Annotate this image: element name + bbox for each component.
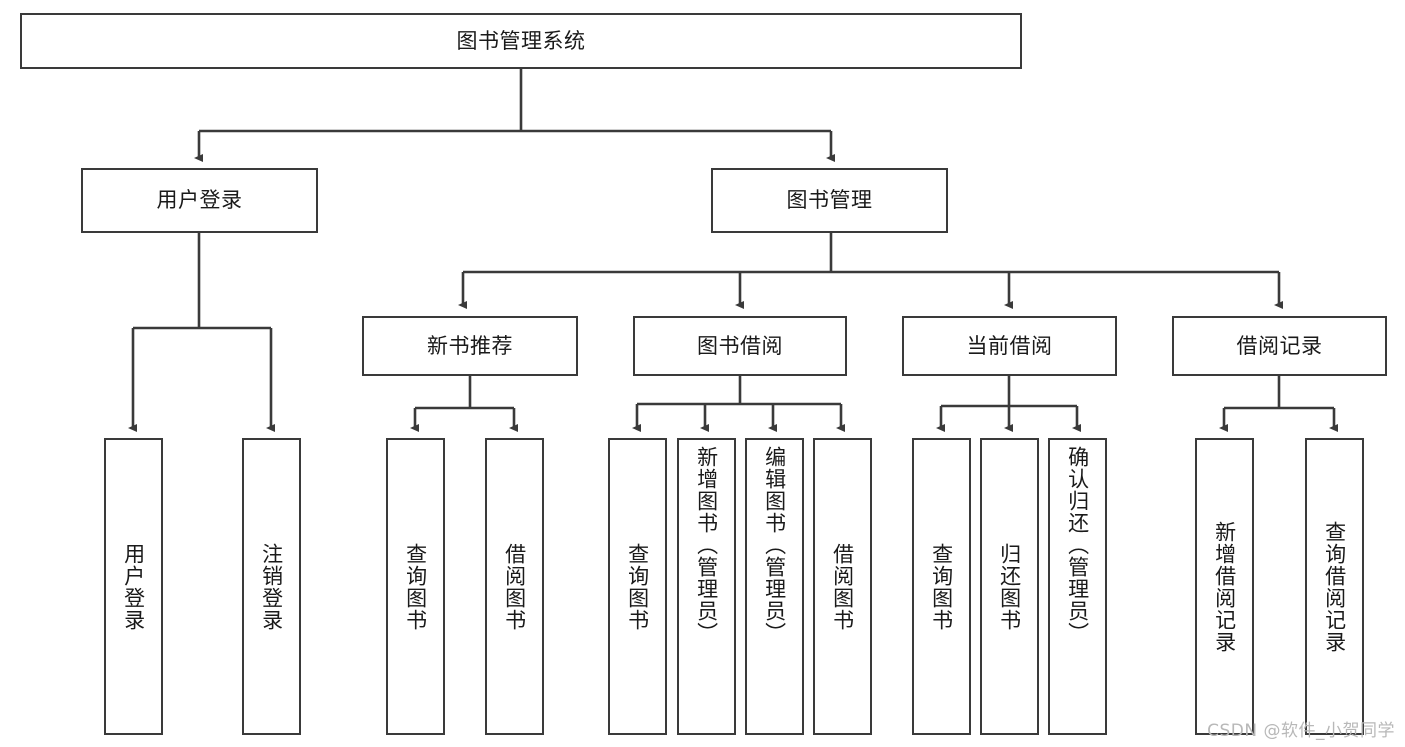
node-book-borrow[interactable]: 图书借阅 bbox=[633, 316, 847, 376]
node-label: 确认归还（管理员） bbox=[1065, 446, 1090, 644]
leaf-borrow-book-recommend[interactable]: 借阅图书 bbox=[485, 438, 544, 735]
leaf-return-book[interactable]: 归还图书 bbox=[980, 438, 1039, 735]
csdn-watermark: CSDN @软件_小贺同学 bbox=[1207, 721, 1395, 741]
leaf-edit-book[interactable]: 编辑图书（管理员） bbox=[745, 438, 804, 735]
node-label: 查询图书 bbox=[625, 542, 650, 631]
node-label: 新增图书（管理员） bbox=[694, 446, 719, 644]
node-label: 图书借阅 bbox=[697, 333, 783, 358]
node-borrow-record[interactable]: 借阅记录 bbox=[1172, 316, 1387, 376]
leaf-query-borrow-record[interactable]: 查询借阅记录 bbox=[1305, 438, 1364, 735]
node-label: 查询图书 bbox=[929, 542, 954, 631]
node-book-manage[interactable]: 图书管理 bbox=[711, 168, 948, 233]
leaf-add-borrow-record[interactable]: 新增借阅记录 bbox=[1195, 438, 1254, 735]
leaf-confirm-return[interactable]: 确认归还（管理员） bbox=[1048, 438, 1107, 735]
node-label: 注销登录 bbox=[259, 542, 284, 631]
leaf-user-login[interactable]: 用户登录 bbox=[104, 438, 163, 735]
node-book-management-system[interactable]: 图书管理系统 bbox=[20, 13, 1022, 69]
node-label: 图书管理 bbox=[786, 188, 873, 213]
node-label: 新书推荐 bbox=[427, 333, 513, 358]
leaf-query-book-current[interactable]: 查询图书 bbox=[912, 438, 971, 735]
node-label: 新增借阅记录 bbox=[1212, 520, 1237, 653]
leaf-query-book-borrow[interactable]: 查询图书 bbox=[608, 438, 667, 735]
node-label: 归还图书 bbox=[997, 542, 1022, 631]
leaf-add-book[interactable]: 新增图书（管理员） bbox=[677, 438, 736, 735]
node-user-login[interactable]: 用户登录 bbox=[81, 168, 318, 233]
node-new-book-recommend[interactable]: 新书推荐 bbox=[362, 316, 578, 376]
leaf-query-book-recommend[interactable]: 查询图书 bbox=[386, 438, 445, 735]
leaf-logout-login[interactable]: 注销登录 bbox=[242, 438, 301, 735]
node-label: 当前借阅 bbox=[966, 333, 1053, 358]
node-label: 用户登录 bbox=[121, 542, 146, 631]
node-label: 编辑图书（管理员） bbox=[762, 446, 787, 644]
node-label: 借阅记录 bbox=[1236, 333, 1323, 358]
node-current-borrow[interactable]: 当前借阅 bbox=[902, 316, 1117, 376]
node-label: 借阅图书 bbox=[830, 542, 855, 631]
node-label: 借阅图书 bbox=[502, 542, 527, 631]
node-label: 图书管理系统 bbox=[456, 28, 586, 53]
node-label: 用户登录 bbox=[156, 188, 243, 213]
node-label: 查询借阅记录 bbox=[1322, 520, 1347, 653]
node-label: 查询图书 bbox=[403, 542, 428, 631]
leaf-borrow-book-borrow[interactable]: 借阅图书 bbox=[813, 438, 872, 735]
